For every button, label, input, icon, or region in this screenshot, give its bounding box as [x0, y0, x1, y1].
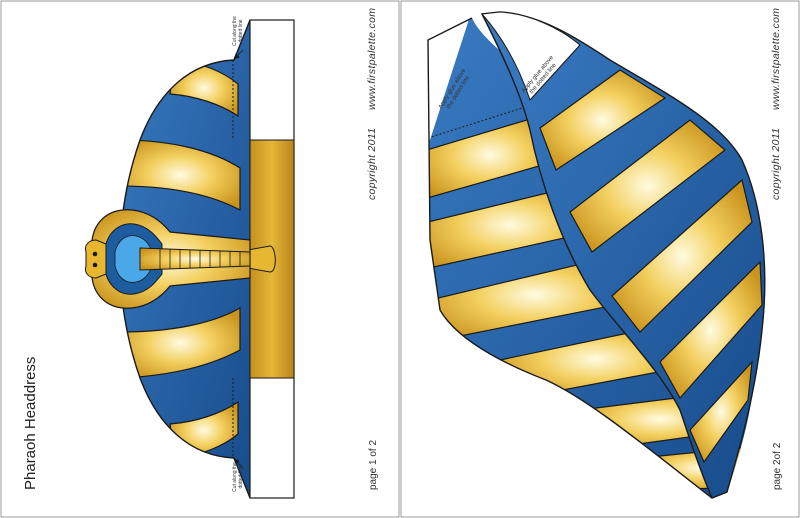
cobra-icon — [85, 209, 276, 309]
page2-frame — [400, 0, 800, 518]
page-title: Pharaoh Headdress — [22, 356, 39, 490]
website-text-2: www.firstpalette.com — [770, 7, 782, 110]
cut-instruction-top: Cut along the dotted line — [232, 16, 244, 46]
headdress-back-piece-right — [480, 11, 766, 499]
arrow-icon — [233, 49, 244, 469]
copyright-text-2: copyright 2011 — [770, 127, 782, 200]
page1-frame — [0, 0, 400, 518]
page-number-2: page 2of 2 — [772, 442, 783, 490]
page-number: page 1 of 2 — [368, 439, 379, 490]
cut-instruction-bottom: Cut along the dotted line — [232, 462, 244, 492]
copyright-text: copyright 2011 — [366, 127, 378, 200]
website-text: www.firstpalette.com — [366, 7, 378, 110]
